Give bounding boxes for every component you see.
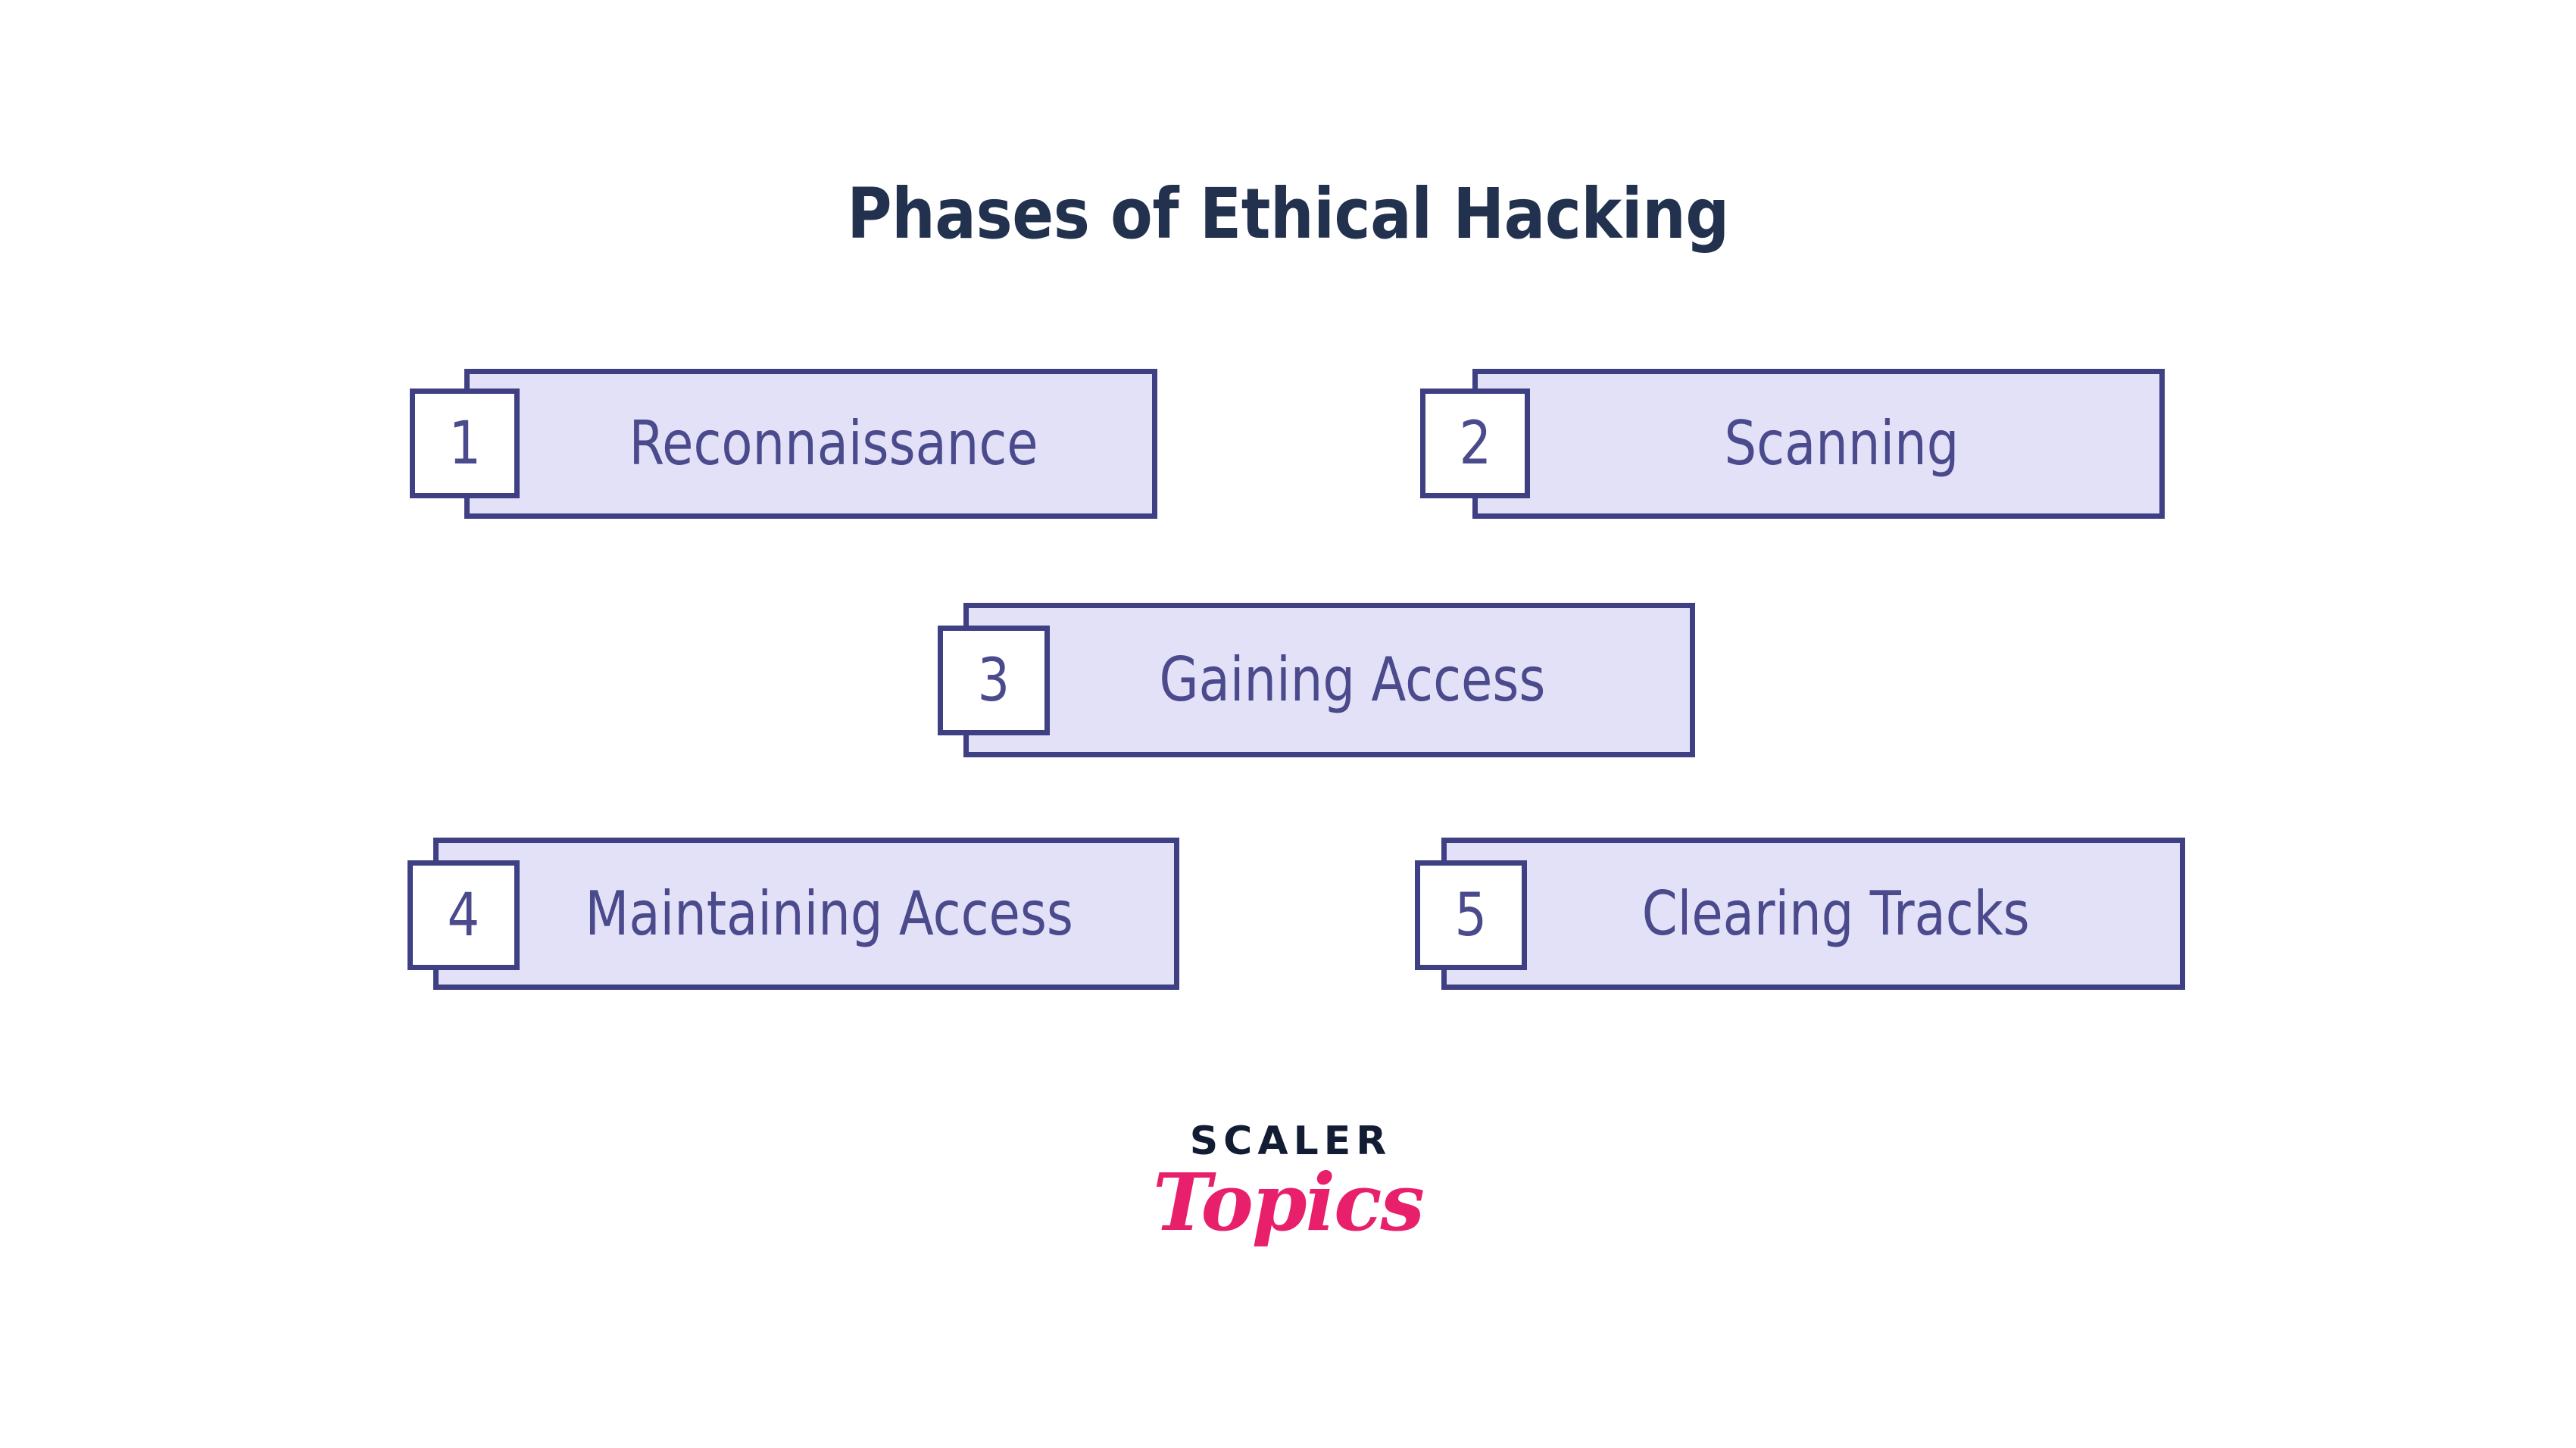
scaler-topics-logo: SCALER Topics [0, 1119, 2576, 1245]
phase-bar-3[interactable]: Gaining Access [963, 603, 1695, 757]
phase-badge-3[interactable]: 3 [938, 626, 1050, 735]
phase-bar-5[interactable]: Clearing Tracks [1441, 838, 2185, 990]
logo-script-topics: Topics [1153, 1156, 1425, 1249]
phase-badge-1[interactable]: 1 [410, 389, 520, 498]
phase-badge-5[interactable]: 5 [1415, 860, 1527, 970]
phase-number-3: 3 [977, 646, 1010, 715]
phase-badge-2[interactable]: 2 [1420, 389, 1530, 498]
phase-label-1: Reconnaissance [629, 408, 1038, 479]
phase-label-5: Clearing Tracks [1642, 878, 2030, 949]
page-title: Phases of Ethical Hacking [847, 173, 1729, 254]
phase-bar-1[interactable]: Reconnaissance [464, 369, 1157, 519]
phase-label-4: Maintaining Access [585, 878, 1073, 949]
phase-badge-4[interactable]: 4 [407, 860, 520, 970]
phase-bar-2[interactable]: Scanning [1472, 369, 2165, 519]
phase-bar-4[interactable]: Maintaining Access [433, 838, 1179, 990]
phase-number-5: 5 [1454, 881, 1488, 950]
phase-number-2: 2 [1459, 409, 1491, 478]
phase-number-4: 4 [447, 881, 480, 950]
phase-label-3: Gaining Access [1159, 644, 1545, 715]
phase-number-1: 1 [448, 409, 481, 478]
logo-wordmark-scaler: SCALER [1189, 1119, 1392, 1164]
phase-label-2: Scanning [1724, 408, 1959, 479]
